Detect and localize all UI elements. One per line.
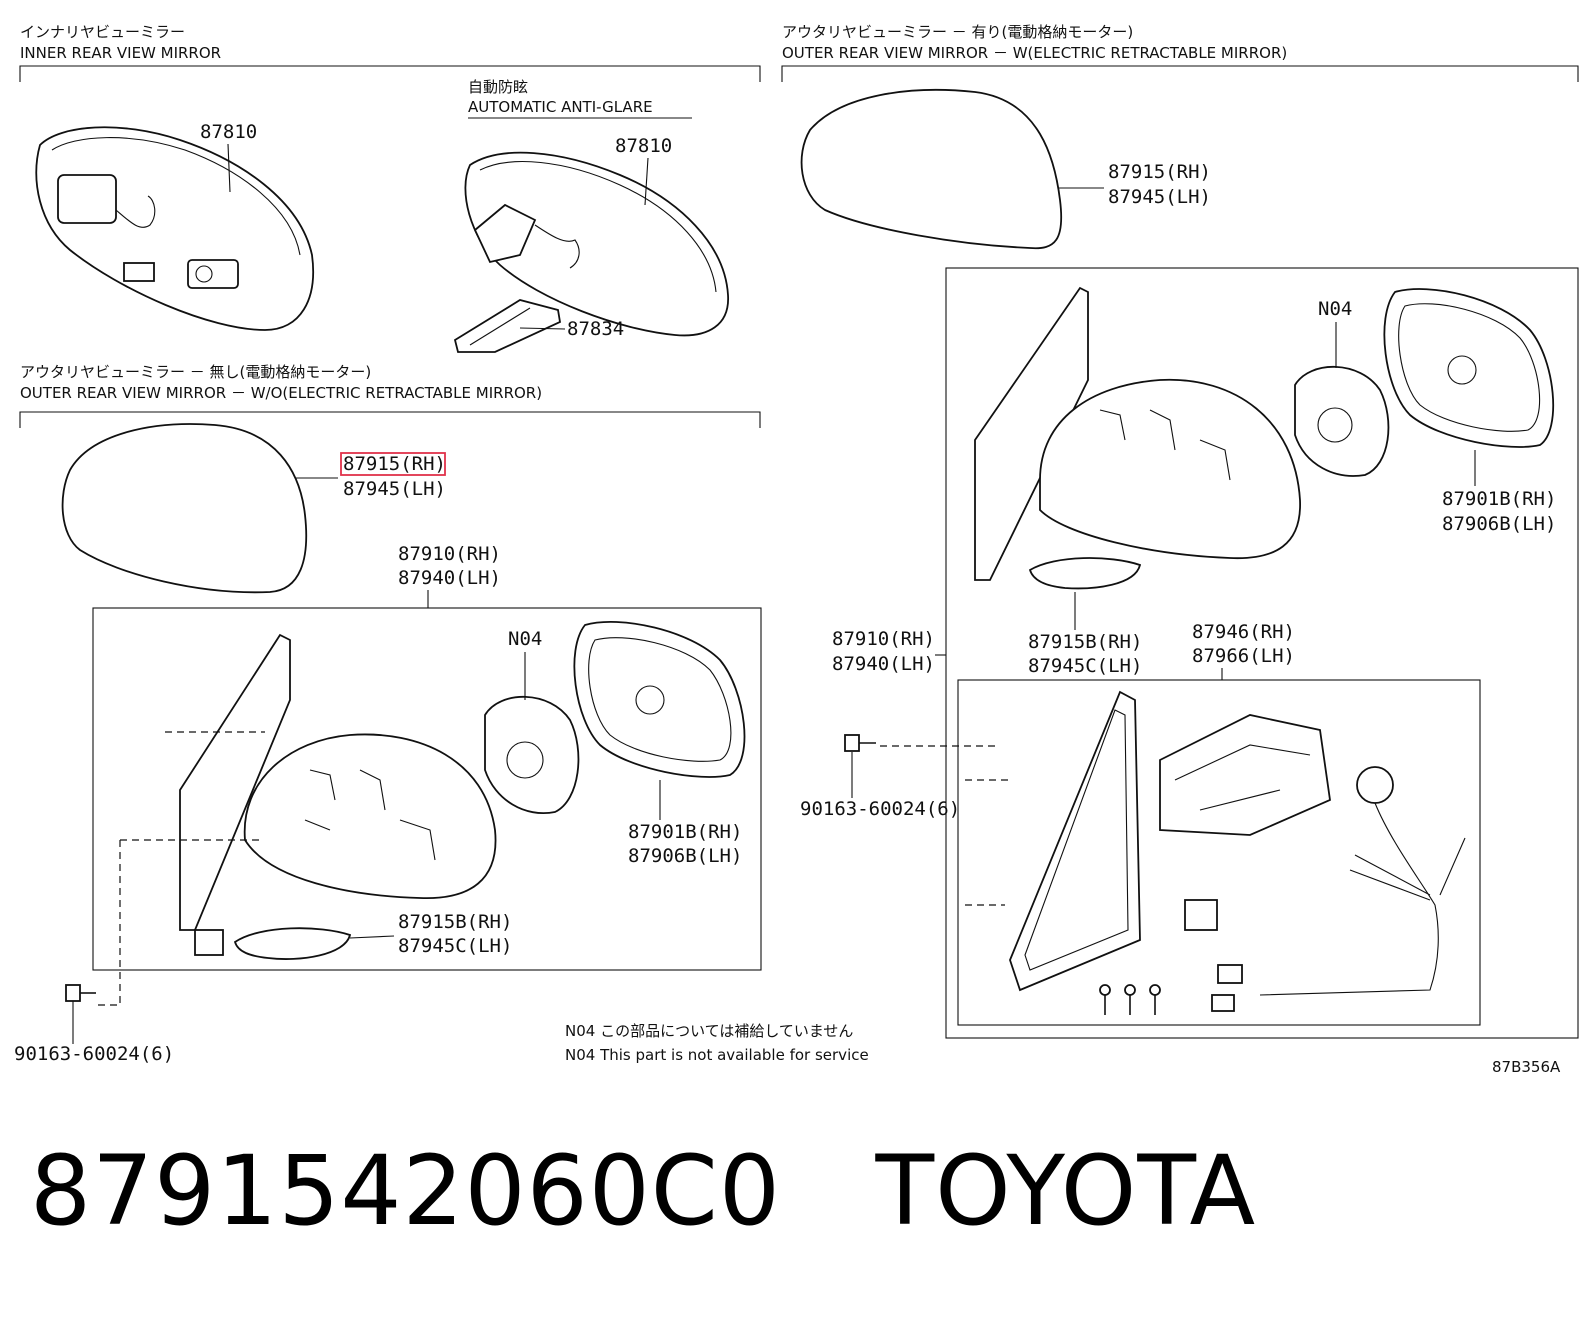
label-87901b-rh-left: 87901B(RH) [628,821,742,843]
label-screw-right: 90163-60024(6) [800,798,960,820]
anti-glare-title-en: AUTOMATIC ANTI-GLARE [468,98,653,116]
label-87910-rh-right: 87910(RH) [832,628,935,650]
mirror-body-left [95,633,497,1006]
label-87906b-lh-right: 87906B(LH) [1442,513,1556,535]
label-87940-lh-right: 87940(LH) [832,653,935,675]
note-n04-jp: N04 この部品については補給していません [565,1022,853,1040]
mirror-glass-left [573,621,746,778]
inner-mirror-standard [35,126,314,331]
screw-right [844,734,1000,752]
highlight-87915-rh [340,452,446,476]
label-n04-right: N04 [1318,298,1352,320]
bracket-87834 [453,299,562,353]
inner-mirror-anti-glare [464,151,729,337]
outer-w-title-jp: アウタリヤビューミラー － 有り(電動格納モーター) [782,23,1133,41]
inner-mirror-title-en: INNER REAR VIEW MIRROR [20,44,221,62]
label-87915-rh-left: 87915(RH) [343,453,446,475]
wire-harness [1184,766,1466,1012]
assembly-box-left [92,607,762,971]
outer-wo-section-bracket [19,411,761,428]
inner-section-bracket [19,65,761,82]
label-87945-lh-left: 87945(LH) [343,478,446,500]
label-87946-rh: 87946(RH) [1192,621,1295,643]
leader-87810-anti-glare [644,157,649,206]
part-number-caption: 8791542060C0 TOYOTA [30,1135,1257,1247]
screw-left [65,984,96,1002]
mirror-body-right [974,286,1301,581]
outer-wo-title-jp: アウタリヤビューミラー － 無し(電動格納モーター) [20,363,371,381]
mirror-cover-left [61,423,308,594]
label-screw-left: 90163-60024(6) [14,1043,174,1065]
turn-lamp-left [233,927,352,960]
label-87906b-lh-left: 87906B(LH) [628,845,742,867]
turn-lamp-right [1028,557,1142,590]
note-n04-en: N04 This part is not available for servi… [565,1046,869,1064]
label-87945-lh-right: 87945(LH) [1108,186,1211,208]
label-87810-standard: 87810 [200,121,257,143]
figure-code: 87B356A [1492,1058,1561,1076]
label-n04-left: N04 [508,628,542,650]
leader-87915b-left [349,935,395,939]
mirror-cover-right [800,89,1063,250]
inner-mirror-title-jp: インナリヤビューミラー [20,23,185,41]
label-87945c-lh-left: 87945C(LH) [398,935,512,957]
label-87940-lh-left: 87940(LH) [398,567,501,589]
outer-w-section-bracket [781,65,1579,82]
motor-bracket-right [965,690,1141,992]
mirror-glass-right [1383,288,1555,448]
anti-glare-title-jp: 自動防眩 [468,78,528,96]
label-87915b-rh-right: 87915B(RH) [1028,631,1142,653]
actuator-n04-left [484,695,580,814]
actuator-n04-right [1294,365,1390,477]
assembly-box-right [945,267,1579,1039]
label-87834: 87834 [567,318,624,340]
label-87945c-lh-right: 87945C(LH) [1028,655,1142,677]
label-87915b-rh-left: 87915B(RH) [398,911,512,933]
retract-motor [1159,714,1331,836]
label-87901b-rh-right: 87901B(RH) [1442,488,1556,510]
outer-wo-title-en: OUTER REAR VIEW MIRROR － W/O(ELECTRIC RE… [20,384,542,402]
leader-87834 [519,327,566,330]
label-87966-lh: 87966(LH) [1192,645,1295,667]
label-87915-rh-right: 87915(RH) [1108,161,1211,183]
label-87810-anti-glare: 87810 [615,135,672,157]
label-87910-rh-left: 87910(RH) [398,543,501,565]
screws-right [1099,984,1161,1015]
outer-w-title-en: OUTER REAR VIEW MIRROR － W(ELECTRIC RETR… [782,44,1287,62]
leader-87810-standard [227,143,231,193]
motor-box-right [957,679,1481,1026]
